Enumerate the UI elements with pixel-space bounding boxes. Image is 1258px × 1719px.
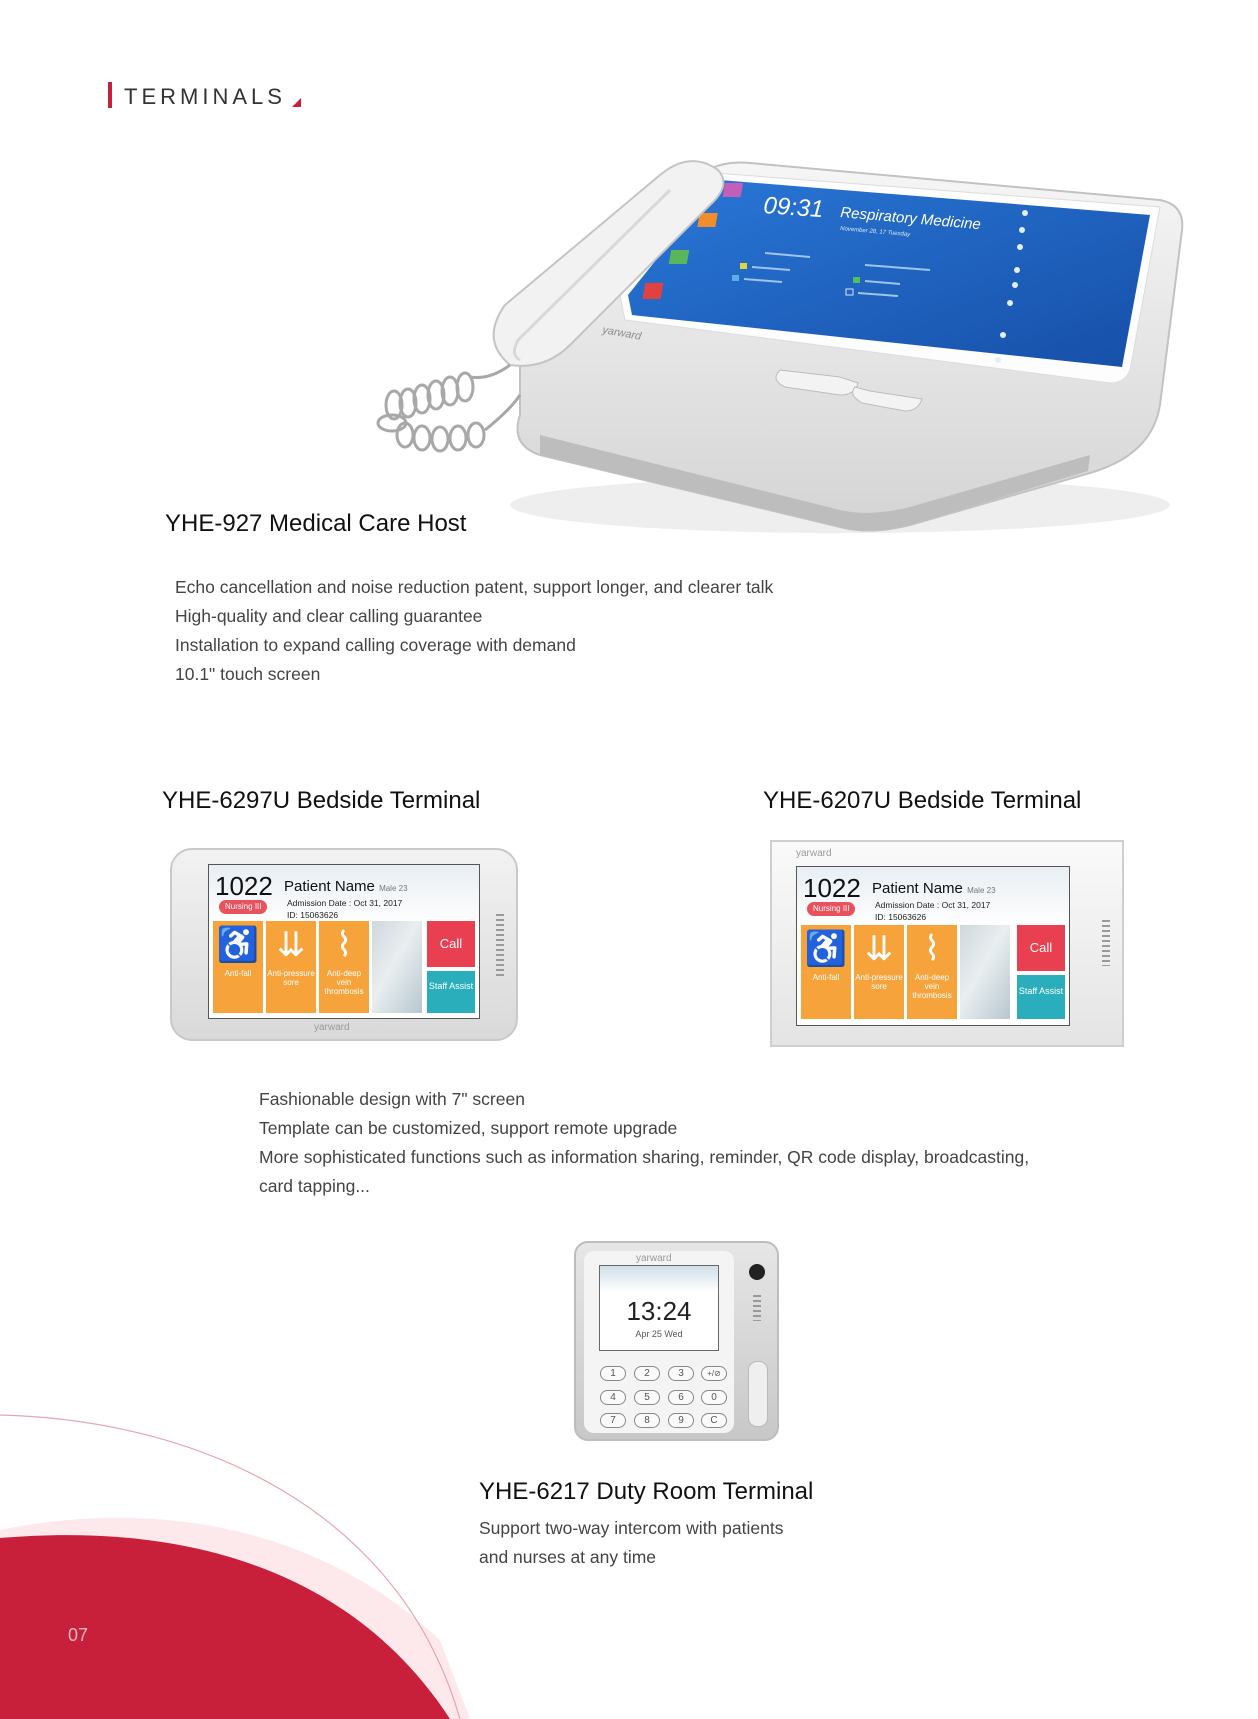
bedside-feature: card tapping...: [259, 1176, 370, 1196]
doctor-photo: [960, 925, 1010, 1019]
legs-icon: ⌇: [335, 926, 353, 964]
doctor-photo: [372, 921, 422, 1013]
room-number: 1022: [215, 871, 273, 901]
bed-icon: ⇊: [276, 926, 306, 964]
bedside-screen: 1022 Patient Name Male 23 Admission Date…: [796, 866, 1070, 1026]
bedside-terminal-6297u: 1022 Patient Name Male 23 Admission Date…: [170, 848, 518, 1041]
bedside-feature: More sophisticated functions such as inf…: [259, 1147, 1030, 1167]
key-6[interactable]: 6: [668, 1390, 694, 1405]
section-accent-bar: [108, 82, 112, 108]
room-number: 1022: [803, 873, 861, 903]
duty-brand: yarward: [636, 1253, 672, 1264]
call-button[interactable]: Call: [1017, 925, 1065, 971]
bedside-brand: yarward: [314, 1022, 350, 1033]
key-clear[interactable]: C: [701, 1413, 727, 1428]
tile-anti-fall[interactable]: ♿Anti-fall: [213, 921, 263, 1013]
speaker-grille: [496, 914, 504, 976]
key-7[interactable]: 7: [600, 1413, 626, 1428]
medical-care-host-image: 09:31 Respiratory Medicine November 28, …: [376, 160, 1184, 533]
host-feature-list: Echo cancellation and noise reduction pa…: [175, 573, 773, 689]
key-1[interactable]: 1: [600, 1366, 626, 1381]
host-feature: Echo cancellation and noise reduction pa…: [175, 577, 774, 597]
host-screen-time: 09:31: [763, 192, 825, 223]
bedside-right-title: YHE-6207U Bedside Terminal: [763, 787, 1082, 814]
bedside-screen: 1022 Patient Name Male 23 Admission Date…: [208, 864, 480, 1019]
duty-screen: 13:24 Apr 25 Wed: [599, 1265, 719, 1351]
key-3[interactable]: 3: [668, 1366, 694, 1381]
key-2[interactable]: 2: [634, 1366, 660, 1381]
nursing-badge: Nursing III: [807, 902, 856, 916]
patient-name: Patient Name Male 23: [284, 878, 408, 895]
duty-feature: and nurses at any time: [479, 1547, 657, 1567]
tile-anti-thrombosis[interactable]: ⌇Anti-deep vein thrombosis: [319, 921, 369, 1013]
nursing-badge: Nursing III: [219, 900, 268, 914]
duty-date: Apr 25 Wed: [635, 1329, 683, 1339]
speaker-grille: [753, 1295, 761, 1321]
duty-time: 13:24: [626, 1296, 692, 1326]
duty-room-terminal: yarward 13:24 Apr 25 Wed 1 2 3 +/⊘ 4 5 6…: [574, 1241, 779, 1441]
patient-name: Patient Name Male 23: [872, 880, 996, 897]
section-title: TERMINALS: [124, 84, 286, 109]
fall-icon: ♿: [804, 930, 848, 968]
speaker-grille: [1102, 920, 1110, 966]
side-button-panel[interactable]: [748, 1361, 768, 1427]
bedside-feature-list: Fashionable design with 7" screen Templa…: [259, 1085, 1029, 1201]
bedside-brand: yarward: [796, 848, 832, 859]
duty-title: YHE-6217 Duty Room Terminal: [479, 1478, 814, 1505]
bed-icon: ⇊: [864, 930, 894, 968]
bedside-left-title: YHE-6297U Bedside Terminal: [162, 787, 481, 814]
page-number: 07: [68, 1625, 89, 1645]
footer-red-swoosh: [0, 1414, 470, 1719]
key-8[interactable]: 8: [634, 1413, 660, 1428]
host-feature: High-quality and clear calling guarantee: [175, 606, 483, 626]
key-0[interactable]: 0: [701, 1390, 727, 1405]
tile-anti-fall[interactable]: ♿Anti-fall: [801, 925, 851, 1019]
host-feature: 10.1" touch screen: [175, 664, 321, 684]
key-4[interactable]: 4: [600, 1390, 626, 1405]
bedside-feature: Template can be customized, support remo…: [259, 1118, 678, 1138]
duty-feature: Support two-way intercom with patients: [479, 1518, 784, 1538]
key-5[interactable]: 5: [634, 1390, 660, 1405]
host-feature: Installation to expand calling coverage …: [175, 635, 576, 655]
fall-icon: ♿: [216, 926, 260, 964]
section-accent-triangle: [292, 98, 301, 107]
tile-anti-thrombosis[interactable]: ⌇Anti-deep vein thrombosis: [907, 925, 957, 1019]
duty-feature-list: Support two-way intercom with patients a…: [479, 1514, 783, 1572]
call-button[interactable]: Call: [427, 921, 475, 967]
bedside-terminal-6207u: yarward 1022 Patient Name Male 23 Admiss…: [770, 840, 1124, 1047]
key-plus-mute[interactable]: +/⊘: [701, 1366, 727, 1381]
host-title: YHE-927 Medical Care Host: [165, 510, 467, 537]
staff-assist-button[interactable]: Staff Assist: [1017, 975, 1065, 1019]
camera-icon: [749, 1264, 765, 1280]
staff-assist-button[interactable]: Staff Assist: [427, 971, 475, 1013]
tile-anti-pressure-sore[interactable]: ⇊Anti-pressure sore: [266, 921, 316, 1013]
duty-front-panel: yarward 13:24 Apr 25 Wed 1 2 3 +/⊘ 4 5 6…: [584, 1251, 734, 1433]
legs-icon: ⌇: [923, 930, 941, 968]
bedside-feature: Fashionable design with 7" screen: [259, 1089, 525, 1109]
key-9[interactable]: 9: [668, 1413, 694, 1428]
tile-anti-pressure-sore[interactable]: ⇊Anti-pressure sore: [854, 925, 904, 1019]
